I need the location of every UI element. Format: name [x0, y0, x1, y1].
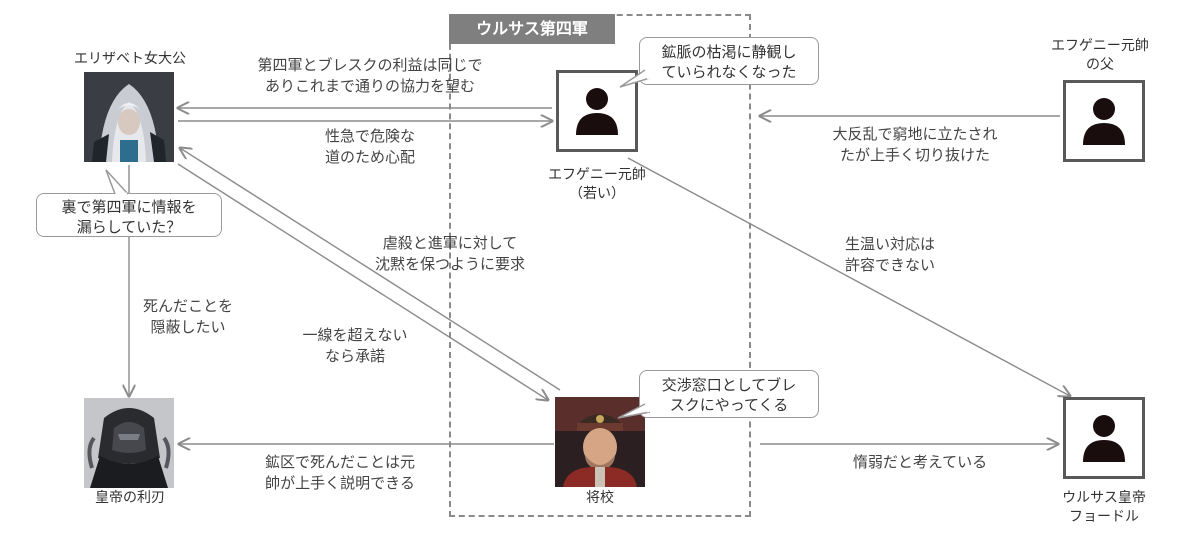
elizabeth-label: エリザベト女大公 — [74, 51, 186, 67]
officer-label: 将校 — [586, 490, 614, 506]
edge-label-elizabeth-to-general: 性急で危険な道のため心配 — [324, 127, 415, 166]
general-father-box — [1063, 80, 1145, 162]
edge-label-general-to-emperor: 生温い対応は許容できない — [844, 235, 935, 274]
blade-label: 皇帝の利刃 — [95, 490, 165, 506]
group-title: ウルサス第四軍 — [449, 14, 615, 44]
emperor-box — [1063, 397, 1145, 479]
arrow-elizabeth-to-officer — [177, 163, 548, 400]
hooded-figure-avatar — [84, 72, 174, 162]
officer-bubble: 交渉窓口としてブレスクにやってくる — [639, 370, 819, 418]
person-icon — [1083, 415, 1125, 462]
armored-figure-avatar — [84, 398, 174, 488]
edge-label-elizabeth-to-officer: 虐殺と進軍に対して沈黙を保つように要求 — [374, 234, 525, 273]
edge-label-father-to-general: 大反乱で窮地に立たされたが上手く切り抜けた — [832, 125, 998, 164]
edge-label-general-to-elizabeth: 第四軍とブレスクの利益は同じでありこれまで通りの協力を望む — [257, 56, 483, 95]
general-father-label: エフゲニー元帥の父 — [1051, 38, 1149, 73]
arrow-officer-to-elizabeth — [180, 148, 561, 391]
person-icon — [576, 88, 618, 135]
emperor-label: ウルサス皇帝フョードル — [1062, 490, 1146, 525]
young-general-box — [556, 70, 638, 152]
edge-label-officer-to-elizabeth: 一線を超えないなら承諾 — [302, 326, 408, 365]
arrow-general-to-emperor — [627, 157, 1070, 396]
edge-label-officer-to-blade: 鉱区で死んだことは元帥が上手く説明できる — [264, 453, 415, 492]
officer-avatar — [555, 397, 645, 487]
young-general-label: エフゲニー元帥（若い） — [548, 167, 646, 202]
elizabeth-bubble: 裏で第四軍に情報を漏らしていた？ — [36, 193, 222, 237]
edge-label-officer-to-emperor: 惰弱だと考えている — [852, 453, 988, 471]
young-general-bubble: 鉱脈の枯渇に静観していられなくなった — [639, 37, 819, 85]
edge-label-elizabeth-to-blade: 死んだことを隠蔽したい — [142, 297, 233, 336]
person-icon — [1083, 98, 1125, 145]
